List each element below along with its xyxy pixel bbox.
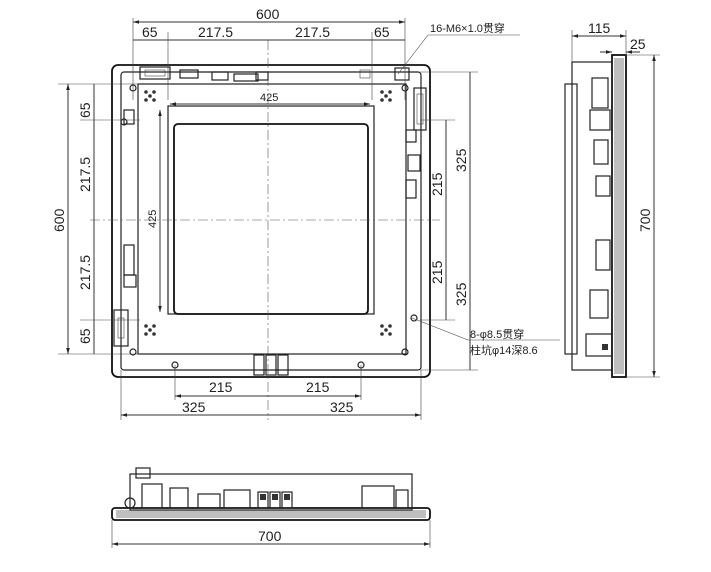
dim-bottom-width: 700: [258, 528, 282, 544]
dim-left-seg-2: 217.5: [77, 157, 93, 192]
front-outer-frame: [111, 64, 431, 378]
dim-left-seg-4: 65: [77, 328, 93, 344]
hole-dot: [380, 90, 384, 94]
screen-active-area: [173, 123, 369, 315]
mounting-hole: [401, 348, 409, 356]
hole-dot: [148, 328, 152, 332]
bottom-dimensions: 215 215 325 325: [120, 365, 422, 420]
mounting-hole: [120, 118, 128, 126]
hole-dot: [148, 94, 152, 98]
hole-dot: [152, 90, 156, 94]
note-thread: 16-M6×1.0贯穿: [430, 21, 505, 35]
hole-dot: [380, 332, 384, 336]
dim-right-seg-2: 215: [429, 172, 445, 196]
right-dimensions: 325 215 215 325: [420, 71, 478, 371]
dim-bottom-inner-1: 215: [209, 379, 233, 395]
dim-top-seg-4: 65: [374, 24, 390, 40]
left-components: [113, 109, 137, 347]
inner-height-dimension: 425: [147, 110, 162, 312]
mounting-plate: [137, 83, 407, 355]
hole-dot: [144, 324, 148, 328]
dim-top-seg-3: 217.5: [295, 24, 330, 40]
hole-dot: [144, 332, 148, 336]
top-connectors: [139, 66, 410, 82]
note-hole-2: 柱坑φ14深8.6: [470, 343, 538, 357]
hole-dot: [388, 324, 392, 328]
hole-dot: [152, 324, 156, 328]
dim-top-seg-2: 217.5: [198, 24, 233, 40]
bottom-view: 700: [111, 467, 431, 548]
right-components: [405, 87, 427, 199]
dim-inner-width: 425: [260, 92, 278, 104]
dim-bottom-outer-2: 325: [330, 399, 354, 415]
front-inner-frame: [120, 71, 422, 371]
dim-bottom-outer-1: 325: [182, 399, 206, 415]
hole-dot: [144, 90, 148, 94]
dim-left-seg-1: 65: [77, 102, 93, 118]
dim-top-seg-1: 65: [142, 24, 158, 40]
hole-dot: [388, 90, 392, 94]
dim-side-flange: 25: [630, 36, 646, 52]
hole-dot: [152, 332, 156, 336]
bottom-connectors: [253, 354, 289, 376]
hole-dot: [380, 98, 384, 102]
dim-right-seg-1: 325: [453, 148, 469, 172]
hole-dot: [152, 98, 156, 102]
top-dimensions: 600 65 217.5 217.5 65 425: [132, 6, 406, 106]
dim-side-depth: 115: [588, 20, 611, 36]
dim-right-seg-4: 325: [453, 282, 469, 306]
mounting-hole: [410, 314, 418, 322]
front-view: 600 65 217.5 217.5 65 425 425 600 65 217…: [51, 6, 560, 420]
mounting-hole: [129, 348, 137, 356]
left-dimensions: 600 65 217.5 217.5 65: [51, 83, 140, 355]
dim-left-total: 600: [51, 208, 67, 232]
hole-dot: [388, 332, 392, 336]
hole-dot: [144, 98, 148, 102]
notes: 16-M6×1.0贯穿 8-φ8.5贯穿 柱坑φ14深8.6: [397, 21, 560, 357]
hole-dot: [384, 328, 388, 332]
dim-top-total: 600: [256, 6, 280, 22]
dim-bottom-inner-2: 215: [306, 379, 330, 395]
hole-dot: [384, 94, 388, 98]
dim-right-seg-3: 215: [429, 260, 445, 284]
screen-window: [167, 105, 375, 315]
dim-side-height: 700: [637, 208, 653, 232]
hole-dot: [388, 98, 392, 102]
hole-dot: [380, 324, 384, 328]
note-hole-1: 8-φ8.5贯穿: [470, 327, 524, 341]
dim-inner-height: 425: [147, 210, 159, 228]
mounting-holes: [120, 84, 418, 369]
dim-left-seg-3: 217.5: [77, 255, 93, 290]
side-view: 115 25 700: [564, 20, 660, 378]
